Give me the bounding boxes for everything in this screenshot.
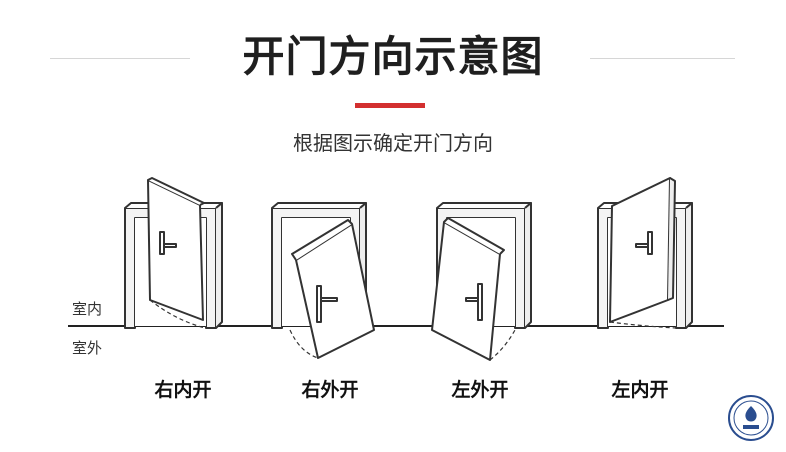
door-label-left-outward: 左外开 (451, 379, 509, 401)
door-right-inward-illustration (124, 177, 223, 329)
door-left-outward-illustration (431, 202, 532, 361)
door-label-right-outward: 右外开 (301, 379, 359, 401)
title-divider-right (590, 58, 735, 59)
door-label-left-inward: 左内开 (611, 379, 669, 401)
title-accent-bar (355, 103, 425, 108)
door-left-inward-illustration (597, 177, 693, 329)
indoor-label: 室内 (72, 300, 103, 318)
seal-logo-icon (728, 395, 774, 441)
page-subtitle: 根据图示确定开门方向 (293, 131, 493, 155)
outdoor-label: 室外 (72, 339, 103, 357)
door-right-outward-illustration (271, 202, 375, 359)
title-divider-left (50, 58, 190, 59)
door-label-right-inward: 右内开 (154, 379, 212, 401)
page-title: 开门方向示意图 (242, 32, 544, 81)
